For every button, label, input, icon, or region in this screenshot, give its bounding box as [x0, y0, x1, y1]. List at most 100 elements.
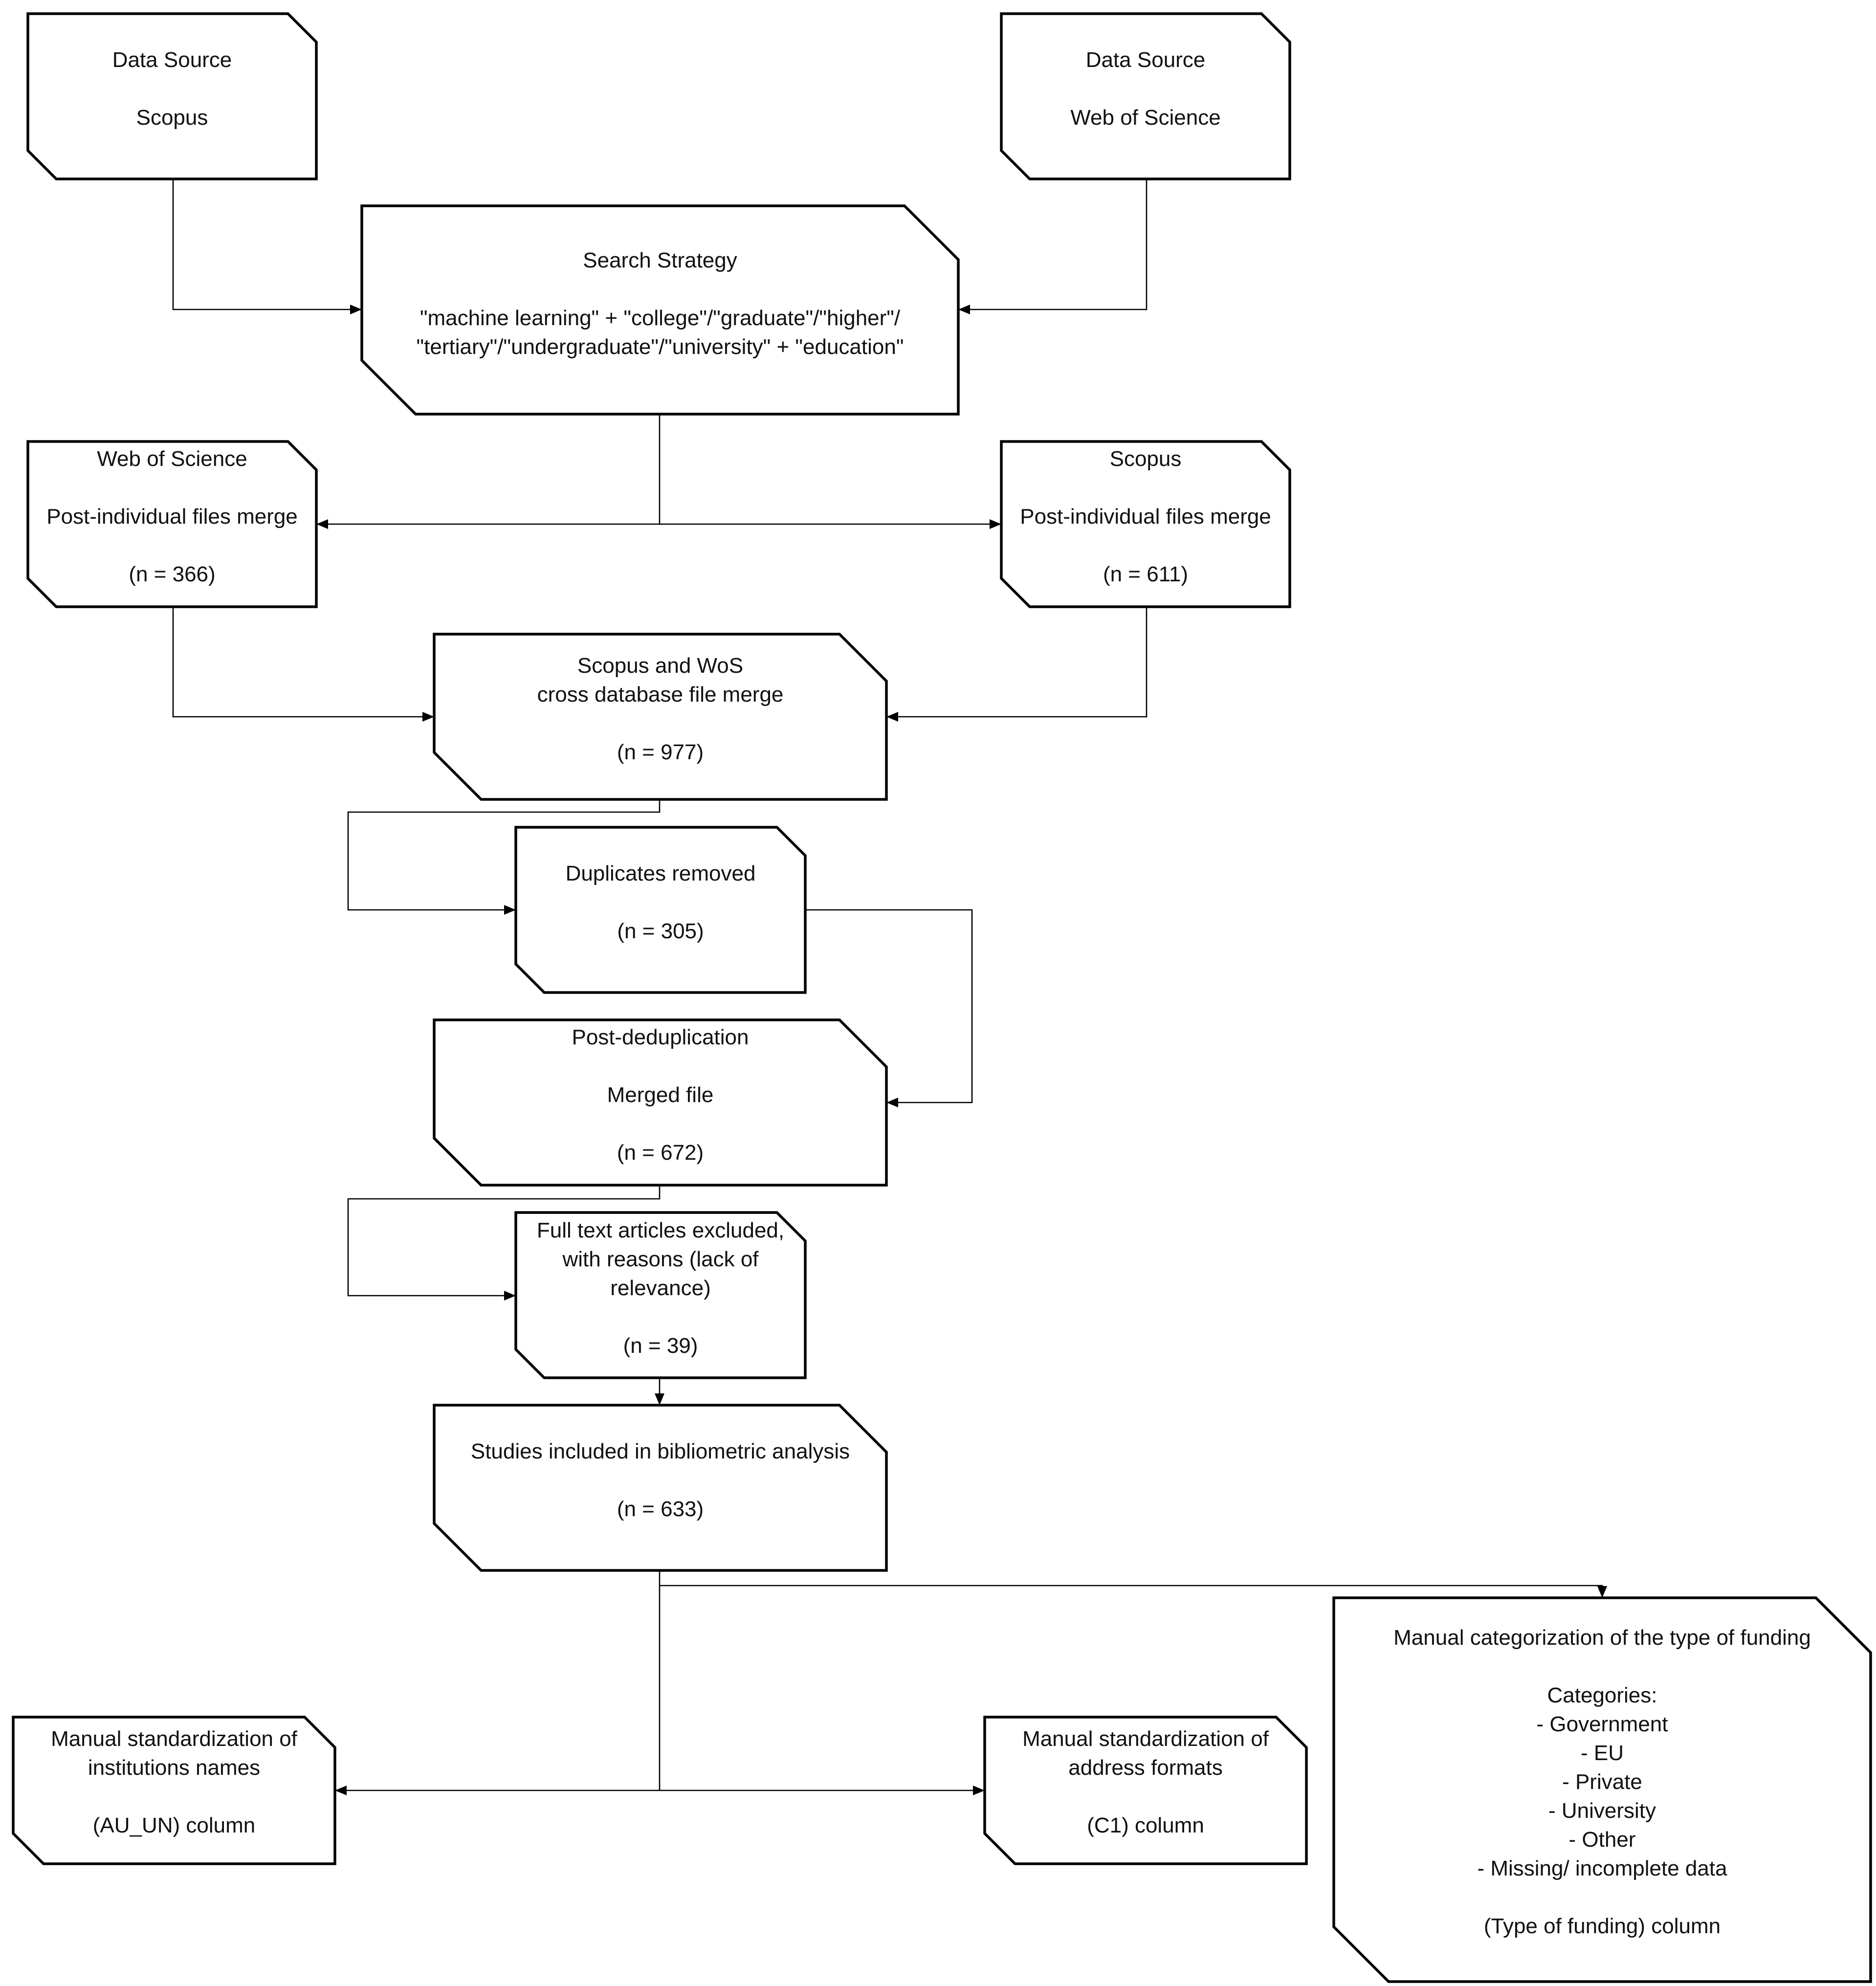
connector-line — [316, 414, 661, 525]
box-standardize-addresses: Manual standardization of address formats… — [983, 1716, 1308, 1865]
connector-duplicates-to-postdedup — [805, 909, 973, 1107]
box-label-line: Scopus — [136, 106, 208, 130]
box-shape — [12, 1716, 336, 1865]
connector-line — [347, 1185, 661, 1297]
box-label-line: (n = 611) — [1103, 562, 1188, 586]
box-label-line: (n = 633) — [617, 1497, 704, 1521]
connector-scopus-to-cross — [886, 607, 1148, 722]
box-cross-database-merge: Scopus and WoS cross database file merge (… — [433, 633, 888, 801]
connector-search-split-right — [660, 519, 1001, 529]
box-label-line: (Type of funding) column — [1484, 1914, 1721, 1938]
connector-line — [659, 1570, 1603, 1598]
box-label-line: institutions names — [88, 1756, 260, 1780]
arrowhead — [350, 305, 362, 314]
box-label-line: "machine learning" + "college"/"graduate… — [420, 306, 901, 330]
arrowhead — [1597, 1586, 1607, 1598]
box-label-line: (n = 672) — [617, 1141, 704, 1165]
box-label-line: address formats — [1068, 1756, 1222, 1780]
box-shape — [433, 1404, 888, 1572]
arrowhead — [504, 1291, 516, 1301]
box-label-line: relevance) — [610, 1276, 710, 1300]
connector-line — [805, 909, 973, 1103]
arrowhead — [504, 905, 516, 915]
arrowhead — [422, 712, 434, 722]
box-label-line: - Private — [1562, 1770, 1642, 1794]
box-shape — [514, 826, 807, 994]
connector-trunk-to-institutions — [335, 1786, 660, 1795]
box-label-line: (AU_UN) column — [93, 1813, 256, 1837]
connector-scopus-to-search — [172, 179, 362, 314]
connector-line — [958, 179, 1148, 310]
connector-cross-to-duplicates — [347, 799, 661, 915]
box-label-line: Post-individual files merge — [46, 505, 298, 529]
box-label-line: Manual categorization of the type of fun… — [1393, 1626, 1811, 1650]
connector-studies-to-funding — [659, 1570, 1607, 1598]
box-label-line: Post-individual files merge — [1020, 505, 1271, 529]
connector-fulltext-to-studies — [655, 1378, 664, 1405]
box-label-line: Manual standardization of — [51, 1727, 298, 1751]
arrowhead — [990, 519, 1001, 529]
box-label-line: - Other — [1569, 1828, 1636, 1852]
box-label-line: Merged file — [607, 1083, 714, 1107]
box-label-line: Full text articles excluded, — [537, 1218, 784, 1242]
box-studies-included: Studies included in bibliometric analysi… — [433, 1404, 888, 1572]
box-label-line: Scopus — [1110, 447, 1182, 471]
box-label-line: Post-deduplication — [572, 1025, 749, 1049]
connector-wos-to-cross — [172, 607, 434, 722]
box-label-line: Manual standardization of — [1022, 1727, 1269, 1751]
box-shape — [1000, 440, 1291, 608]
box-label-line: (n = 366) — [129, 562, 215, 586]
box-label-line: Studies included in bibliometric analysi… — [471, 1439, 850, 1463]
arrowhead — [886, 712, 898, 722]
arrowhead — [973, 1786, 985, 1795]
box-label-line: cross database file merge — [537, 683, 784, 706]
arrowhead — [958, 305, 970, 314]
box-shape — [433, 1018, 888, 1187]
box-label-line: Data Source — [112, 48, 232, 72]
box-label-line: - Missing/ incomplete data — [1477, 1856, 1727, 1880]
box-shape — [983, 1716, 1308, 1865]
box-label-line: "tertiary"/"undergraduate"/"university" … — [417, 335, 904, 359]
box-shape — [433, 633, 888, 801]
connector-lines — [172, 179, 1607, 1795]
box-search-strategy: Search Strategy "machine learning" + "col… — [360, 204, 960, 416]
box-standardize-institutions: Manual standardization of institutions na… — [12, 1716, 336, 1865]
connector-line — [886, 607, 1148, 718]
box-label-line: Web of Science — [97, 447, 247, 471]
arrowhead — [335, 1786, 347, 1795]
box-label-line: Categories: — [1547, 1683, 1657, 1707]
connector-wos-to-search — [958, 179, 1148, 314]
box-label-line: Data Source — [1086, 48, 1206, 72]
connector-search-split-left — [316, 414, 661, 529]
box-label-line: - EU — [1581, 1741, 1624, 1765]
box-label-line: (n = 977) — [617, 740, 704, 764]
arrowhead — [886, 1098, 898, 1107]
box-label-line: with reasons (lack of — [562, 1247, 759, 1271]
box-label-line: Search Strategy — [583, 248, 737, 272]
box-shape — [26, 440, 318, 608]
box-label-line: - Government — [1537, 1712, 1668, 1736]
box-label-line: (C1) column — [1087, 1813, 1204, 1837]
box-shape — [514, 1211, 807, 1379]
box-shape — [26, 12, 318, 180]
box-shape — [1000, 12, 1291, 180]
box-funding-categorization: Manual categorization of the type of fun… — [1332, 1596, 1872, 1983]
connector-line — [172, 179, 362, 310]
connector-line — [347, 799, 661, 911]
box-shape — [360, 204, 960, 416]
arrowhead — [316, 519, 328, 529]
box-duplicates-removed: Duplicates removed(n = 305) — [514, 826, 807, 994]
connector-postdedup-to-fulltext — [347, 1185, 661, 1301]
box-label-line: Web of Science — [1070, 106, 1220, 130]
arrowhead — [655, 1393, 664, 1405]
box-label-line: Scopus and WoS — [577, 654, 743, 678]
connector-trunk-to-addresses — [660, 1786, 985, 1795]
box-label-line: Duplicates removed — [566, 861, 756, 885]
